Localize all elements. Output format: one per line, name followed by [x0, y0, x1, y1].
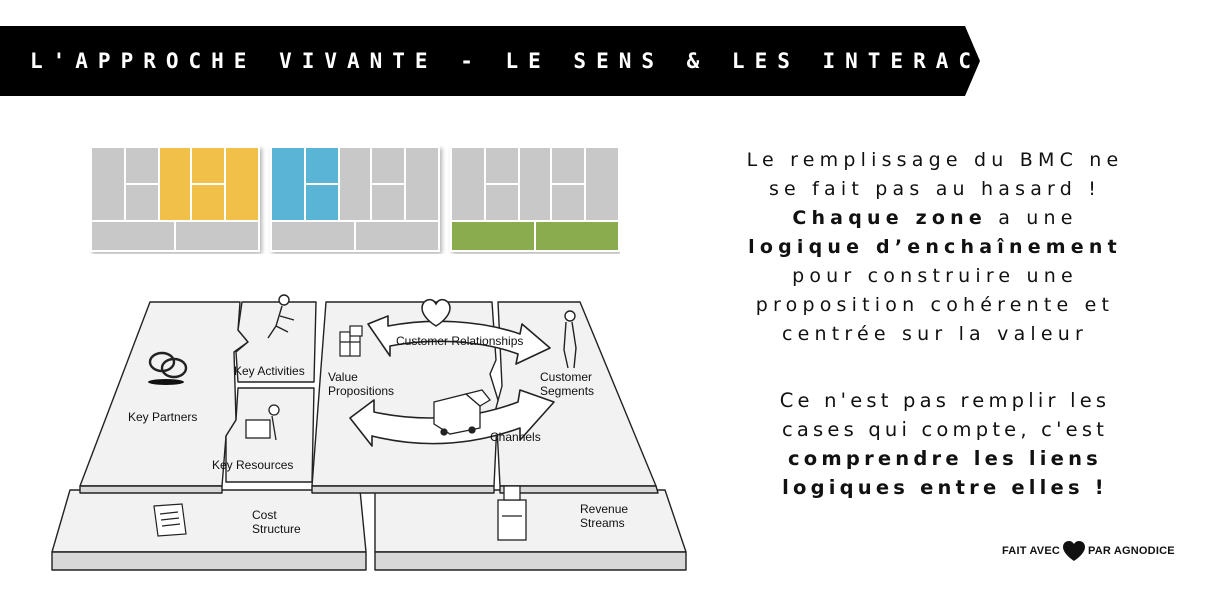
intro-line-5: pour construire une	[792, 265, 1078, 287]
bmc-thumbnails	[90, 146, 620, 252]
intro-line-7: centrée sur la valeur	[781, 323, 1089, 345]
conclusion-paragraph: Ce n'est pas remplir les cases qui compt…	[700, 386, 1190, 502]
label-key-resources: Key Resources	[212, 458, 294, 472]
banner-shape	[0, 26, 980, 96]
customer-icon	[563, 310, 577, 369]
label-value-propositions-2: Propositions	[328, 384, 395, 398]
conclusion-line-2: cases qui compte, c'est	[781, 418, 1109, 441]
label-channels: Channels	[490, 430, 541, 444]
thumbnail-1	[90, 146, 260, 252]
conclusion-line-1: Ce n'est pas remplir les	[779, 389, 1111, 412]
document-icon	[153, 503, 187, 537]
intro-line-1: Le remplissage du BMC ne	[746, 149, 1124, 171]
heart-icon	[1063, 541, 1086, 561]
gift-icon	[339, 325, 363, 357]
label-key-partners: Key Partners	[128, 410, 198, 424]
intro-paragraph: Le remplissage du BMC ne se fait pas au …	[690, 146, 1180, 349]
resources-icon	[245, 404, 280, 441]
thumbnail-2	[270, 146, 440, 252]
label-cost-structure-1: Cost	[252, 508, 277, 522]
credit: FAIT AVEC PAR AGNODICE	[1002, 540, 1175, 562]
label-key-activities: Key Activities	[234, 364, 305, 378]
canvas-drawing	[51, 294, 687, 571]
intro-line-3-bold: Chaque zone	[792, 207, 987, 229]
label-value-propositions-1: Value	[328, 370, 358, 384]
intro-line-3: Chaque zone a une	[690, 204, 1180, 233]
intro-line-6: proposition cohérente et	[755, 294, 1115, 316]
label-customer-relationships: Customer Relationships	[396, 334, 524, 348]
heart-icon	[421, 298, 451, 327]
label-customer-segments-1: Customer	[540, 370, 593, 384]
rings-icon	[148, 351, 188, 379]
business-model-canvas: Key Partners Key Activities Key Resource…	[50, 290, 690, 580]
truck-icon	[433, 389, 491, 436]
register-icon	[497, 485, 527, 541]
conclusion-line-3: comprendre les liens	[788, 447, 1102, 470]
worker-icon	[267, 294, 295, 339]
page-title: L'APPROCHE VIVANTE - LE SENS & LES INTER…	[30, 49, 1095, 73]
intro-line-3-rest: a une	[986, 207, 1078, 229]
thumbnail-3	[450, 146, 620, 252]
label-revenue-streams-2: Streams	[580, 516, 625, 530]
label-cost-structure-2: Structure	[252, 522, 301, 536]
intro-line-4: logique d’enchaînement	[748, 236, 1122, 258]
header-banner: L'APPROCHE VIVANTE - LE SENS & LES INTER…	[0, 26, 1084, 96]
conclusion-line-4: logiques entre elles !	[782, 476, 1108, 499]
label-revenue-streams-1: Revenue	[580, 502, 629, 516]
intro-line-2: se fait pas au hasard !	[768, 178, 1102, 200]
credit-before: FAIT AVEC	[1002, 545, 1061, 557]
label-customer-segments-2: Segments	[540, 384, 595, 398]
credit-after: PAR AGNODICE	[1088, 545, 1175, 557]
